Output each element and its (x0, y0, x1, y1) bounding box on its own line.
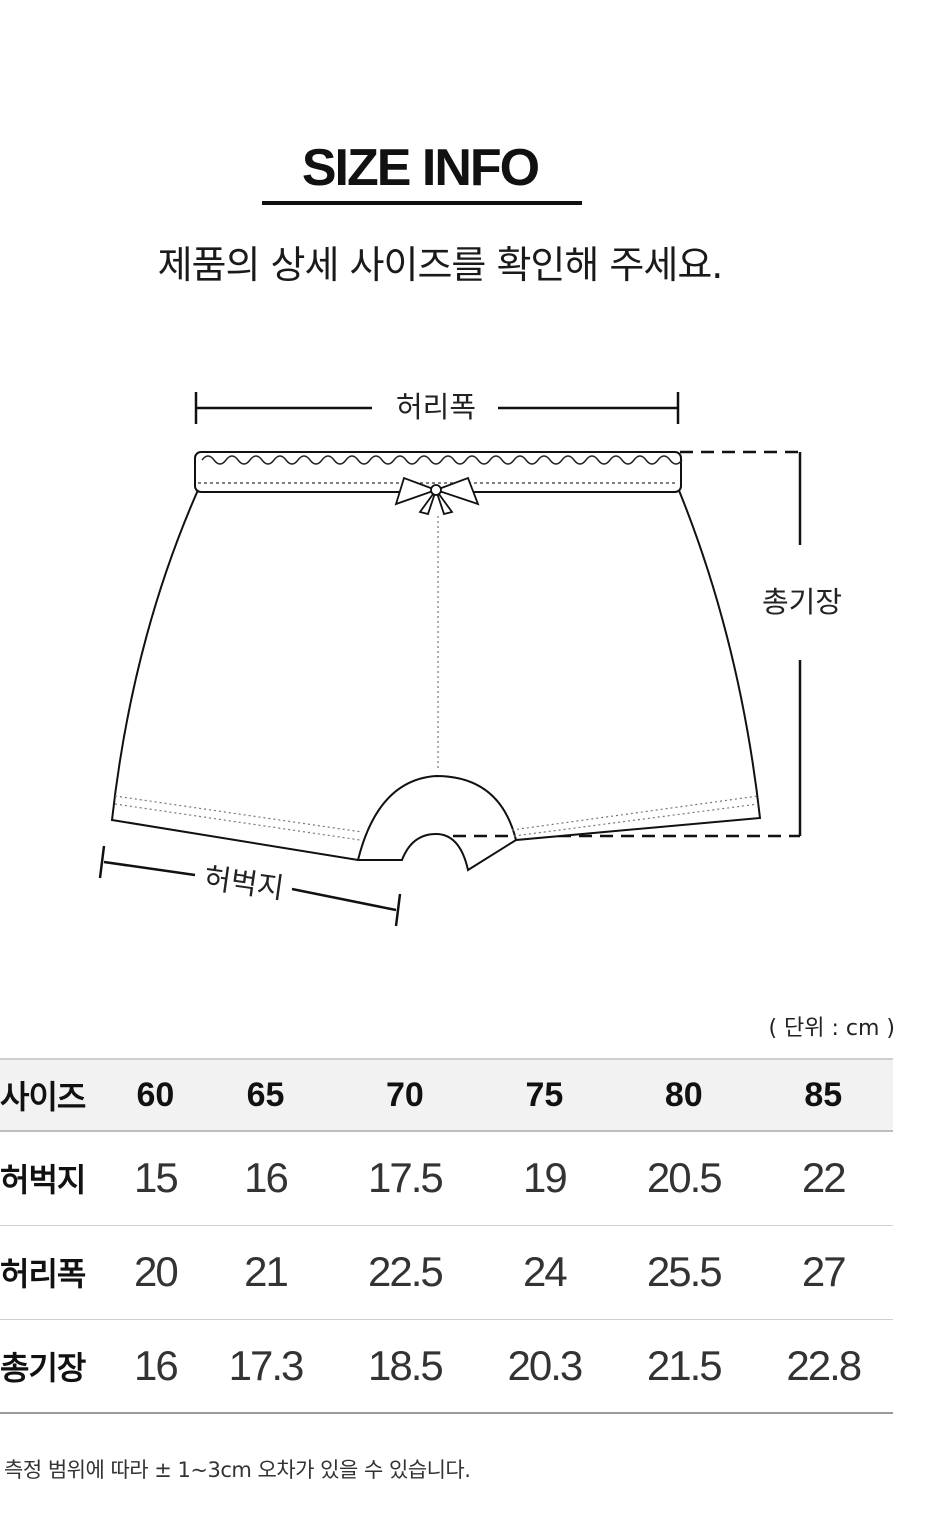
size-cell: 60 (136, 1075, 175, 1114)
table-cell: 15 (134, 1154, 179, 1202)
table-cell: 16 (134, 1341, 179, 1389)
table-row: 총기장 16 17.3 18.5 20.3 21.5 22.8 (0, 1319, 893, 1413)
stitch-lines (114, 516, 759, 841)
table-cell: 22 (801, 1154, 847, 1202)
table-cell: 22.5 (368, 1248, 444, 1295)
table-row: 허벅지 15 16 17.5 19 20.5 22 (0, 1131, 893, 1225)
page-subtitle: 제품의 상세 사이즈를 확인해 주세요. (157, 243, 724, 287)
size-cell: 75 (525, 1075, 564, 1114)
shorts-outline (110, 486, 762, 872)
row-label: 허벅지 (0, 1161, 86, 1200)
table-cell: 21.5 (646, 1341, 723, 1389)
table-row: 허리폭 20 21 22.5 24 25.5 27 (0, 1225, 893, 1319)
unit-label: ( 단위 : cm ) (768, 1016, 895, 1041)
page-title: SIZE INFO (301, 139, 540, 197)
size-cell: 70 (386, 1075, 424, 1114)
bow-ribbon (394, 476, 480, 516)
table-cell: 16 (244, 1154, 289, 1202)
length-label: 총기장 (762, 585, 842, 619)
waistband (194, 451, 683, 493)
title-underline (262, 201, 582, 205)
table-cell: 17.3 (228, 1341, 305, 1389)
table-cell: 22.8 (786, 1341, 862, 1389)
table-cell: 27 (801, 1248, 847, 1295)
row-label: 총기장 (0, 1348, 86, 1387)
length-measure-line (432, 450, 802, 838)
table-cell: 20 (134, 1248, 179, 1295)
shorts-diagram: 허리폭 총기장 허벅지 (98, 390, 842, 927)
table-cell: 19 (523, 1154, 568, 1202)
waist-label: 허리폭 (396, 390, 476, 424)
table-cell: 24 (523, 1248, 568, 1295)
table-cell: 18.5 (368, 1341, 444, 1389)
thigh-label: 허벅지 (202, 861, 286, 906)
table-cell: 17.5 (368, 1154, 444, 1202)
size-cell: 85 (804, 1075, 843, 1114)
table-cell: 20.5 (646, 1154, 723, 1202)
table-cell: 20.3 (507, 1341, 583, 1389)
table-cell: 21 (244, 1248, 289, 1295)
thigh-measure-line (98, 845, 402, 927)
size-cell: 65 (246, 1075, 285, 1114)
row-label: 허리폭 (0, 1255, 86, 1293)
size-table: 사이즈 60 65 70 75 80 85 허벅지 15 16 17.5 19 … (0, 1058, 893, 1414)
measurement-note: 측정 범위에 따라 ± 1~3cm 오차가 있을 수 있습니다. (4, 1458, 471, 1482)
size-header-label: 사이즈 (0, 1078, 86, 1116)
table-cell: 25.5 (646, 1248, 723, 1295)
size-cell: 80 (664, 1075, 703, 1114)
size-header-row: 사이즈 60 65 70 75 80 85 (0, 1059, 893, 1131)
waist-measure-line (194, 392, 680, 424)
